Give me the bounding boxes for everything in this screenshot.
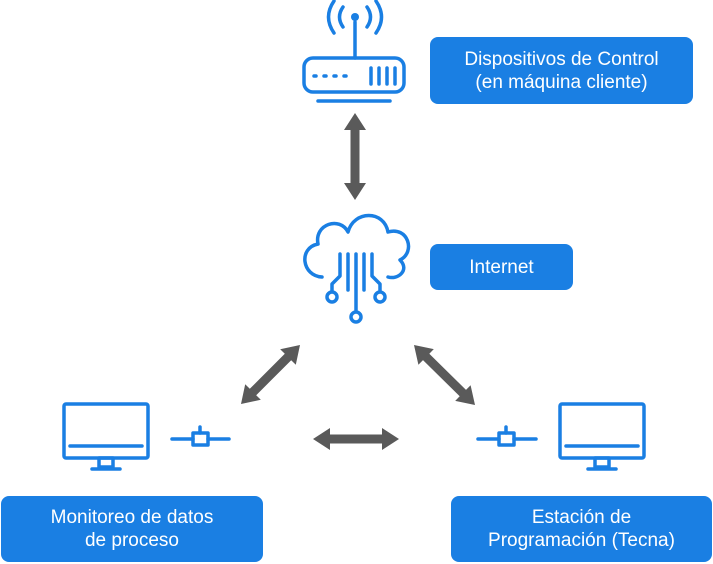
network-connector-icon: [170, 425, 231, 447]
bidirectional-arrow-4: [313, 428, 399, 450]
process-monitoring-label: Monitoreo de datos de proceso: [1, 496, 263, 562]
cloud-network-icon: [303, 213, 411, 324]
router-icon: [302, 0, 406, 103]
control-devices-label: Dispositivos de Control (en máquina clie…: [430, 37, 693, 104]
monitor-icon: [62, 402, 150, 471]
process-monitoring-label-line2: de proceso: [84, 530, 179, 551]
bidirectional-arrow-3: [414, 345, 475, 405]
network-connector-icon: [476, 425, 538, 447]
process-monitoring-label-line1: Monitoreo de datos: [50, 507, 214, 528]
control-devices-label-line1: Dispositivos de Control: [464, 48, 659, 70]
internet-label-text: Internet: [469, 256, 534, 278]
programming-station-label-line2: Programación (Tecna): [488, 530, 675, 551]
control-devices-label-line2: (en máquina cliente): [475, 71, 648, 93]
internet-label: Internet: [430, 244, 573, 290]
bidirectional-arrow-1: [344, 113, 366, 200]
programming-station-label: Estación de Programación (Tecna): [451, 496, 712, 562]
monitor-icon: [558, 402, 646, 471]
connection-arrows: [241, 113, 475, 450]
programming-station-label-line1: Estación de: [531, 507, 632, 528]
bidirectional-arrow-2: [241, 345, 300, 404]
